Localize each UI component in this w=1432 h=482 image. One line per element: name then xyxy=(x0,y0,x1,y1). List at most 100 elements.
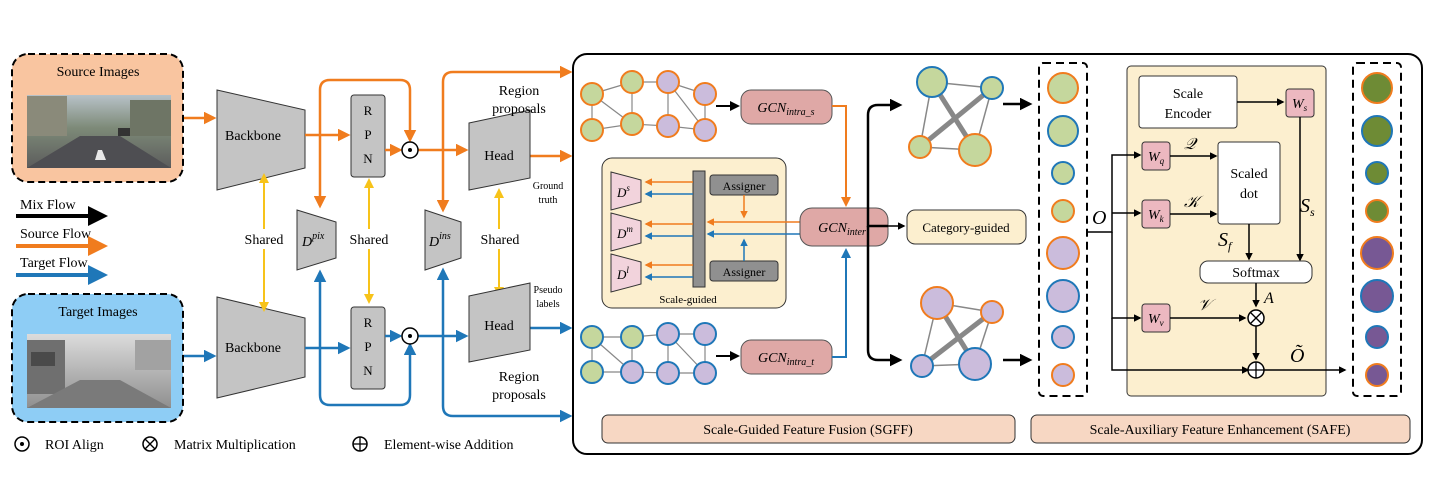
backbone-bottom: Backbone xyxy=(216,296,306,399)
fused-graph-top xyxy=(908,66,1004,167)
source-flow-label: Source Flow xyxy=(20,227,92,242)
source-graphs xyxy=(580,70,717,142)
pseudo-labels-1: Pseudo xyxy=(534,285,563,296)
scale-encoder-box: Scale Encoder xyxy=(1138,75,1238,129)
svg-text:GCNintra_t: GCNintra_t xyxy=(758,351,814,368)
source-images-panel: Source Images xyxy=(11,53,184,183)
backbone-top-label: Backbone xyxy=(225,129,281,144)
feature-column-o xyxy=(1038,62,1088,397)
target-images-title: Target Images xyxy=(58,305,137,320)
svg-text:Head: Head xyxy=(484,319,514,334)
svg-text:Category-guided: Category-guided xyxy=(922,220,1010,235)
svg-text:Ds: Ds xyxy=(616,183,630,200)
discriminator-s: Ds xyxy=(610,171,642,211)
svg-text:Assigner: Assigner xyxy=(723,179,766,193)
discriminator-l: Dl xyxy=(610,253,642,293)
ground-truth-2: truth xyxy=(539,195,558,206)
svg-text:R: R xyxy=(364,103,373,118)
shared-label-backbone: Shared xyxy=(245,233,284,248)
add-op xyxy=(1247,361,1265,379)
pseudo-labels-2: labels xyxy=(536,299,559,310)
ground-truth-1: Ground xyxy=(533,181,564,192)
svg-text:Softmax: Softmax xyxy=(1232,266,1279,281)
source-street-photo xyxy=(27,95,171,168)
svg-text:Wk: Wk xyxy=(1148,208,1165,224)
svg-text:Scaled: Scaled xyxy=(1230,167,1267,182)
o-symbol: O xyxy=(1092,207,1106,229)
svg-text:Ss: Ss xyxy=(1300,195,1315,219)
svg-text:Scale: Scale xyxy=(1173,87,1203,102)
assigner-top: Assigner xyxy=(709,174,779,196)
svg-text:N: N xyxy=(363,151,373,166)
rpn-bottom: R P N xyxy=(350,306,386,390)
sgff-label-box: Scale-Guided Feature Fusion (SGFF) xyxy=(601,414,1016,444)
svg-text:P: P xyxy=(364,127,371,142)
svg-text:Dpix: Dpix xyxy=(301,231,325,250)
w-q-box: Wq xyxy=(1141,141,1171,171)
gcn-inter-box: GCNinter xyxy=(799,207,889,247)
region-proposals-top-2: proposals xyxy=(492,102,546,117)
svg-text:Scale-Auxiliary Feature Enhanc: Scale-Auxiliary Feature Enhancement (SAF… xyxy=(1090,423,1351,438)
roi-align-top xyxy=(401,141,419,159)
target-graphs xyxy=(580,322,717,385)
o-tilde-symbol: Õ xyxy=(1290,343,1304,367)
head-top: Head xyxy=(468,109,531,191)
roi-align-legend-icon xyxy=(14,436,30,452)
discriminator-pix: Dpix xyxy=(296,209,337,271)
svg-text:Matrix Multiplication: Matrix Multiplication xyxy=(174,438,296,453)
region-proposals-top-1: Region xyxy=(499,84,539,99)
svg-text:Sf: Sf xyxy=(1218,229,1233,253)
w-v-box: Wv xyxy=(1141,303,1171,333)
operation-legend: ROI Align Matrix Multiplication Element-… xyxy=(14,436,513,453)
svg-text:Encoder: Encoder xyxy=(1165,107,1212,122)
w-k-box: Wk xyxy=(1141,199,1171,229)
svg-text:P: P xyxy=(364,339,371,354)
svg-text:Assigner: Assigner xyxy=(723,265,766,279)
svg-text:dot: dot xyxy=(1240,187,1258,202)
shared-label-rpn: Shared xyxy=(350,233,389,248)
fused-graph-bottom xyxy=(910,286,1004,381)
flow-legend: Mix Flow Source Flow Target Flow xyxy=(16,198,108,285)
svg-text:Dins: Dins xyxy=(428,231,451,250)
source-images-title: Source Images xyxy=(57,65,140,80)
a-symbol: A xyxy=(1263,290,1274,307)
matmul-op xyxy=(1247,309,1265,327)
svg-text:N: N xyxy=(363,363,373,378)
q-symbol: 𝒬 xyxy=(1184,136,1198,153)
svg-text:GCNintra_s: GCNintra_s xyxy=(757,101,814,118)
head-bottom: Head xyxy=(468,282,531,363)
mix-flow-label: Mix Flow xyxy=(20,198,77,213)
w-s-box: Ws xyxy=(1285,88,1315,118)
svg-text:Head: Head xyxy=(484,149,514,164)
scale-guided-label: Scale-guided xyxy=(659,294,717,306)
backbone-top: Backbone xyxy=(216,89,306,191)
add-legend-icon xyxy=(352,436,368,452)
svg-text:ROI Align: ROI Align xyxy=(45,438,104,453)
target-flow-label: Target Flow xyxy=(20,256,88,271)
svg-text:Dm: Dm xyxy=(616,224,633,241)
target-foggy-photo xyxy=(27,334,171,408)
svg-text:Wv: Wv xyxy=(1148,312,1164,328)
svg-text:Wq: Wq xyxy=(1148,150,1165,166)
assigner-bottom: Assigner xyxy=(709,260,779,282)
scaled-dot-box: Scaled dot xyxy=(1217,141,1281,225)
region-proposals-bot-1: Region xyxy=(499,370,539,385)
shared-label-head: Shared xyxy=(481,233,520,248)
svg-text:GCNinter: GCNinter xyxy=(818,221,866,238)
svg-text:Element-wise Addition: Element-wise Addition xyxy=(384,438,513,453)
gcn-intra-t-box: GCNintra_t xyxy=(740,339,833,375)
softmax-box: Softmax xyxy=(1199,260,1313,284)
target-images-panel: Target Images xyxy=(11,293,184,423)
discriminator-ins: Dins xyxy=(424,209,462,271)
region-proposals-bot-2: proposals xyxy=(492,388,546,403)
svg-text:Ws: Ws xyxy=(1292,97,1308,113)
svg-text:Scale-Guided Feature Fusion (S: Scale-Guided Feature Fusion (SGFF) xyxy=(703,423,913,438)
feature-bar xyxy=(692,170,706,288)
roi-align-bottom xyxy=(401,327,419,345)
matmul-legend-icon xyxy=(142,436,158,452)
discriminator-m: Dm xyxy=(610,212,642,252)
category-guided-box: Category-guided xyxy=(906,209,1027,245)
svg-text:R: R xyxy=(364,315,373,330)
scale-guided-panel: Scale-guided Ds Dm Dl Assigner As xyxy=(601,157,787,309)
